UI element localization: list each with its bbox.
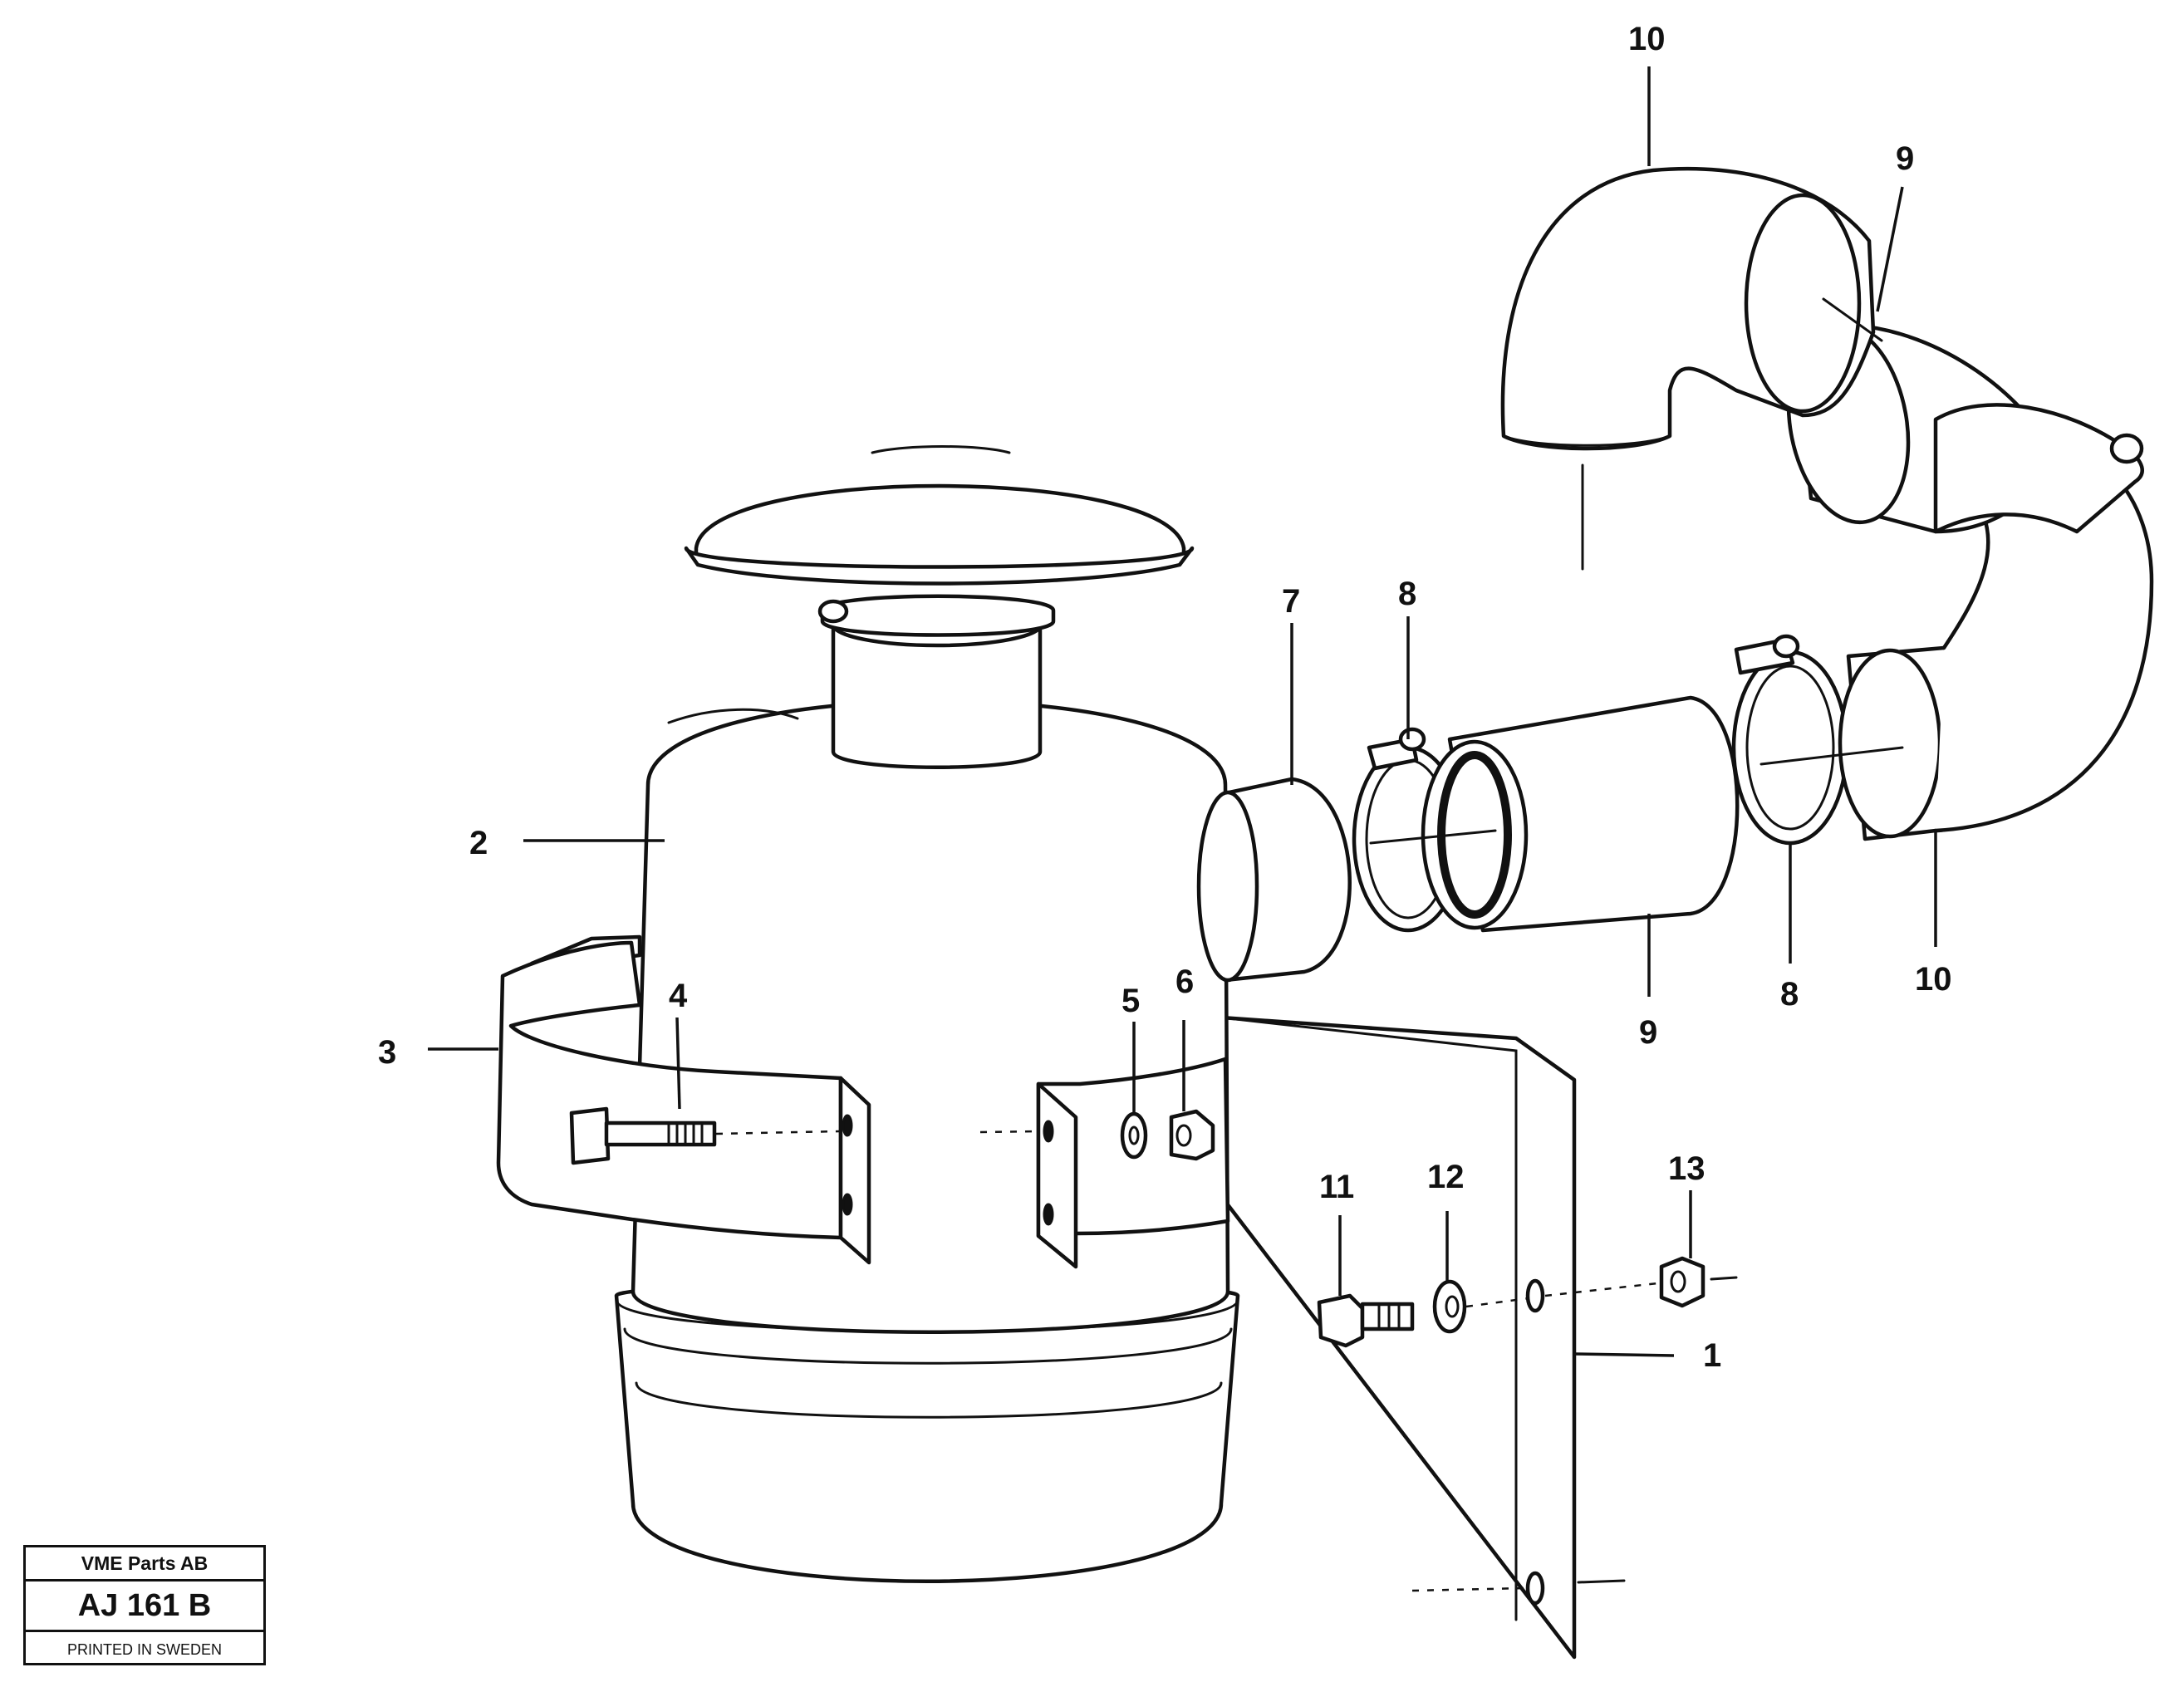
strap-bolt <box>569 1106 840 1165</box>
title-block-drawing-code: AJ 161 B <box>26 1581 263 1632</box>
title-block-company: VME Parts AB <box>26 1547 263 1581</box>
callout-9-lower: 9 <box>1639 1014 1657 1051</box>
hose-upper <box>1786 322 2144 534</box>
callout-9-upper: 9 <box>1896 140 1914 177</box>
title-block-printed: PRINTED IN SWEDEN <box>66 1641 222 1658</box>
callout-4: 4 <box>669 978 688 1014</box>
callout-6: 6 <box>1175 964 1194 1000</box>
elbow-hose-lower <box>1759 425 2154 841</box>
hose-clamp-right <box>1731 634 1849 846</box>
callout-5: 5 <box>1121 983 1140 1019</box>
callout-8-upper: 8 <box>1398 576 1416 612</box>
hose-lower <box>1369 695 1740 933</box>
callout-labels: 1 2 3 4 5 6 7 8 8 9 9 10 10 11 12 13 <box>378 21 1952 1374</box>
callout-11: 11 <box>1319 1169 1354 1205</box>
callout-13: 13 <box>1668 1150 1705 1187</box>
callout-3: 3 <box>378 1034 396 1071</box>
callout-2: 2 <box>469 825 488 861</box>
elbow-hose-upper <box>1500 166 1883 571</box>
strap-nut <box>1169 1109 1215 1161</box>
callout-8-lower: 8 <box>1780 976 1799 1013</box>
callout-7: 7 <box>1282 583 1300 620</box>
bracket-bolt <box>1317 1293 1415 1348</box>
callout-12: 12 <box>1427 1159 1465 1195</box>
callout-10-lower: 10 <box>1915 961 1952 998</box>
title-block: VME Parts AB AJ 161 B PRINTED IN SWEDEN <box>23 1545 266 1665</box>
leader-lines <box>428 66 1937 1357</box>
bracket-washer <box>1432 1279 1529 1334</box>
callout-10-top: 10 <box>1628 21 1666 57</box>
mounting-bracket <box>1219 1015 1626 1660</box>
air-cleaner-housing <box>614 445 1352 1583</box>
bracket-nut <box>1544 1256 1738 1308</box>
callout-1: 1 <box>1703 1337 1721 1374</box>
strap-washer <box>979 1111 1148 1160</box>
